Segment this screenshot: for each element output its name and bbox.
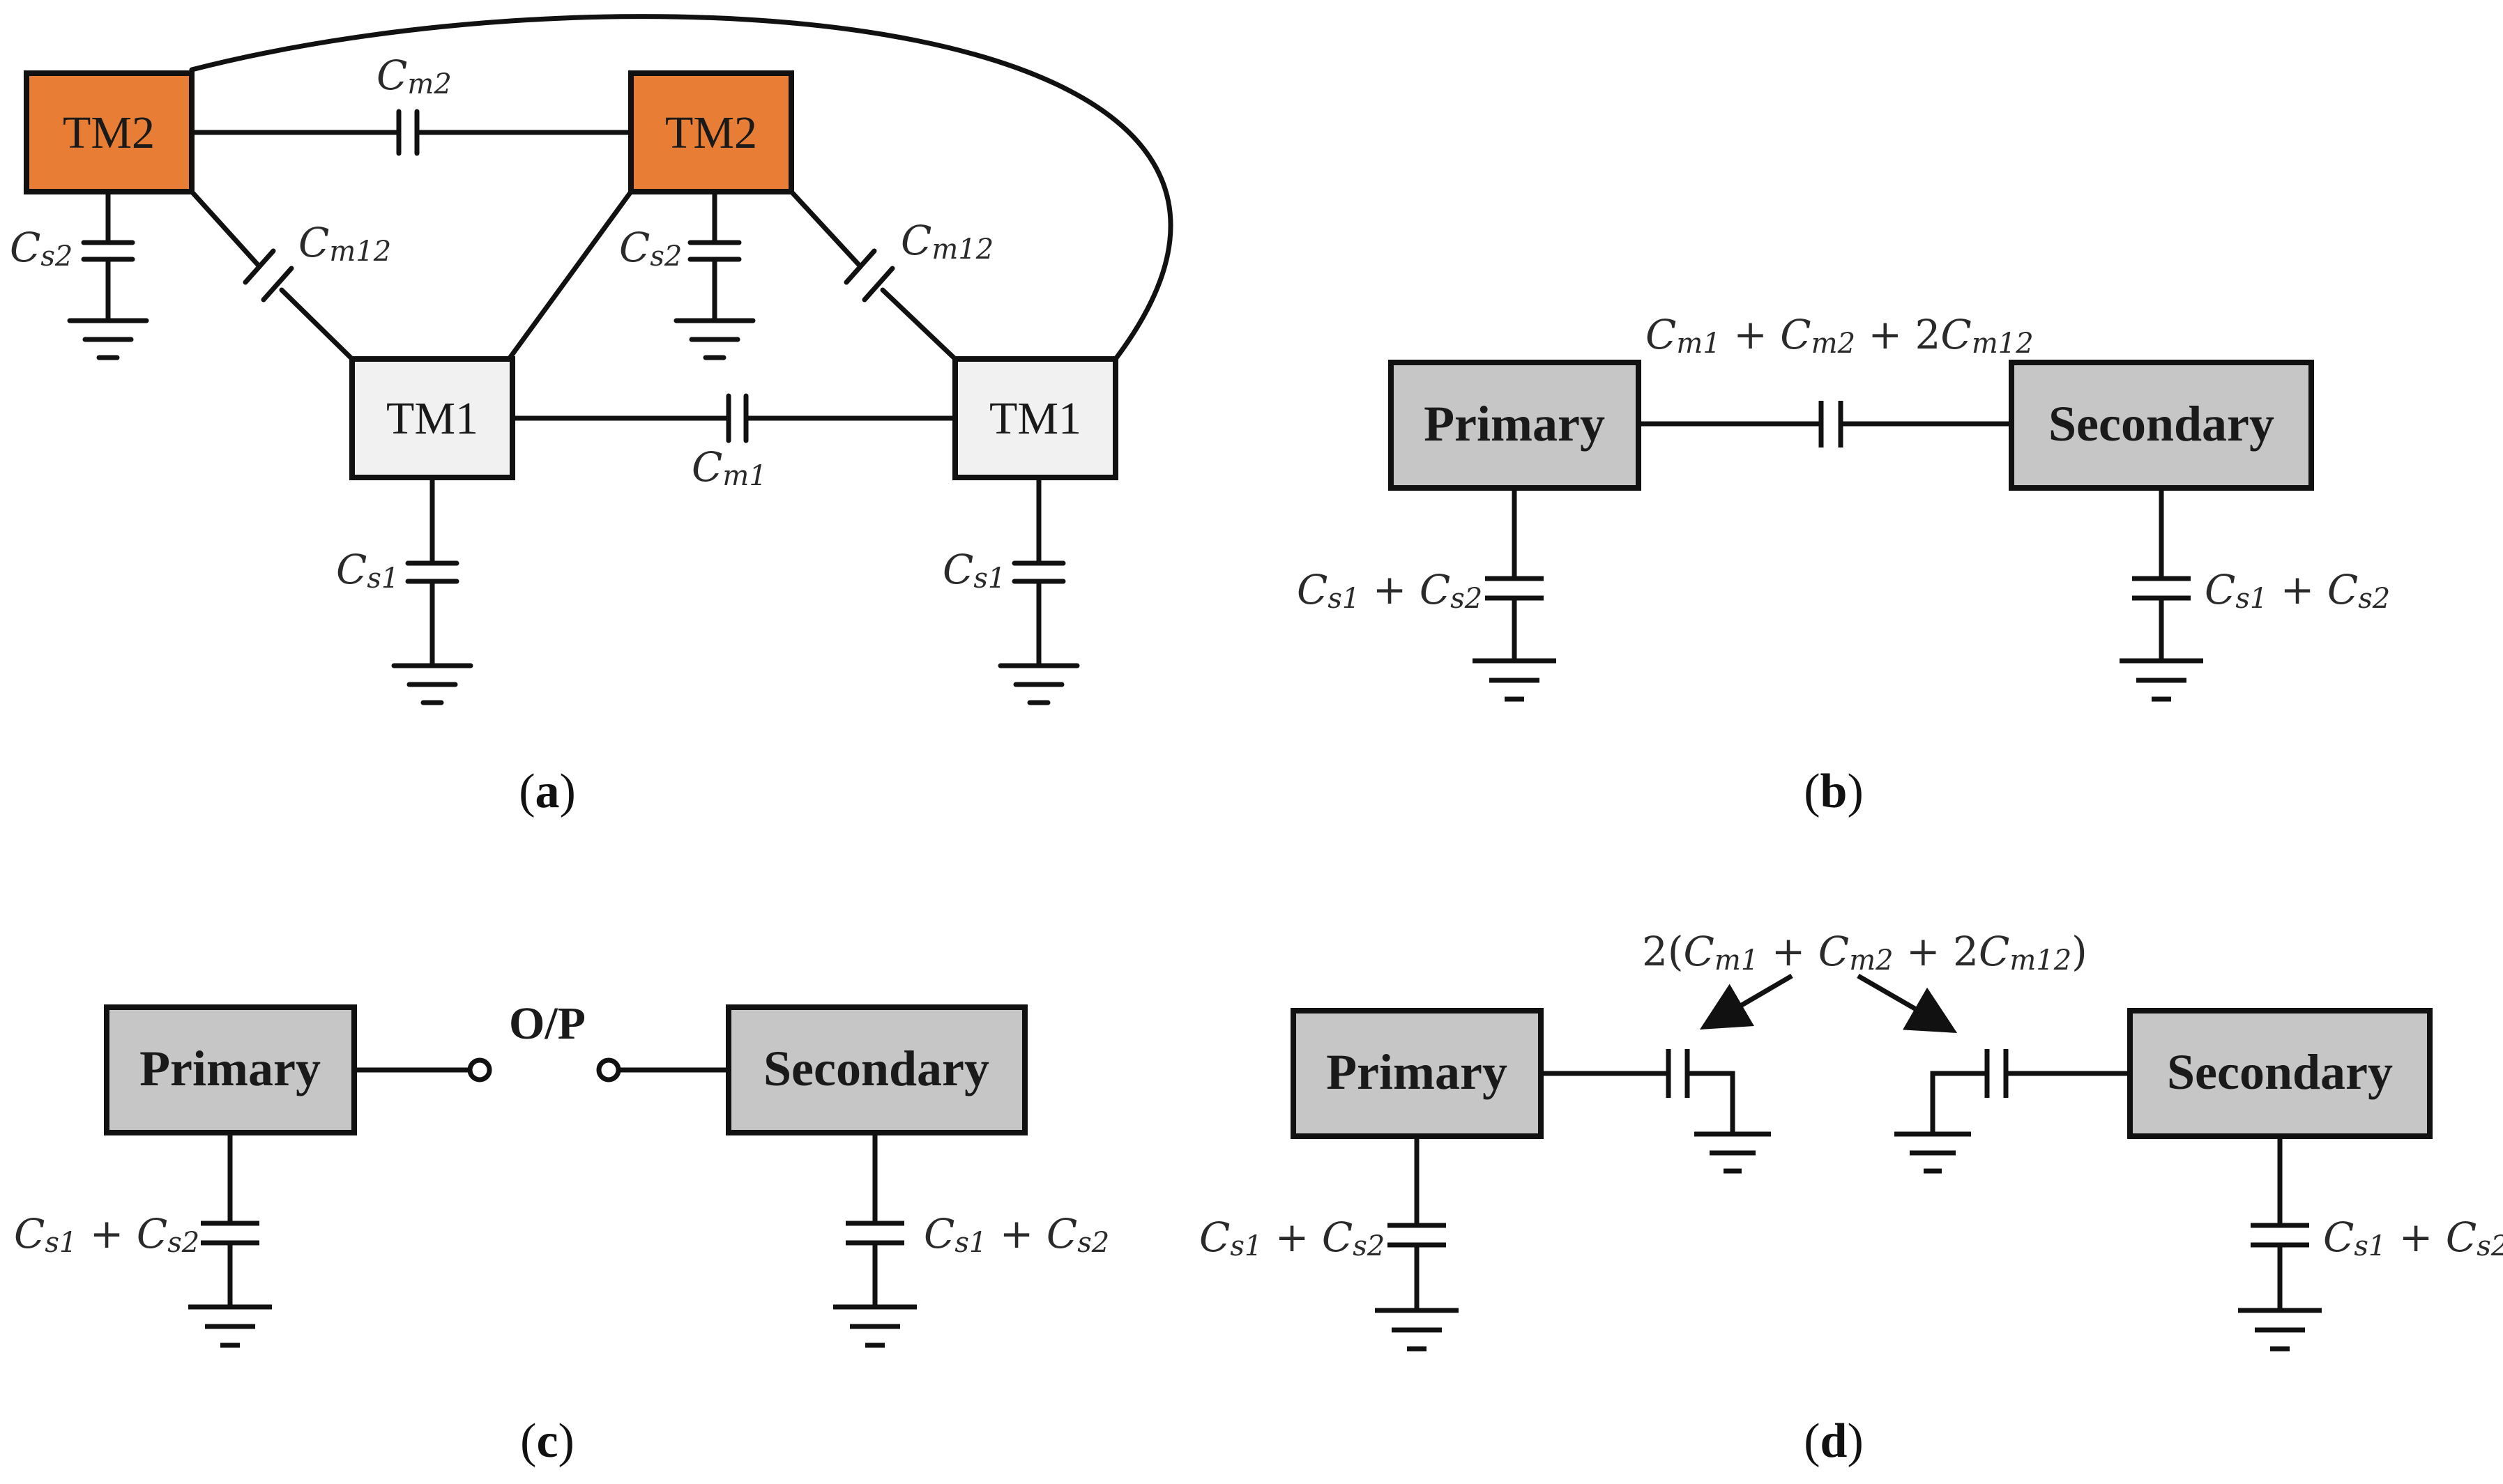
wire-tm2-cm12-right-a [789,189,862,268]
label-cm12-left: Cm12 [298,219,391,268]
label-d-shunt-left: Cs1 + Cs2 [1199,1214,1385,1262]
label-cm1: Cm1 [692,443,767,492]
label-d-coupling: 2(Cm1 + Cm2 + 2Cm12) [1642,928,2087,977]
cap-cm12-right-plate-b [862,266,895,303]
secondary-box-b [2009,360,2314,491]
panel-b [1473,401,2203,702]
tm1-right-box [952,356,1118,480]
caption-a: (a) [519,765,576,818]
secondary-box-c [726,1004,1028,1135]
secondary-label-c: Secondary [763,1041,989,1096]
tm2-left-label: TM2 [63,107,155,158]
tm2-left-box [24,70,195,194]
tm2-right-box [628,70,794,194]
label-cs1-right: Cs1 [943,546,1005,595]
secondary-label-d: Secondary [2167,1044,2393,1100]
wire-tm2-tm1-arc [189,14,1173,362]
label-c-shunt-left: Cs1 + Cs2 [14,1210,199,1259]
cap-cm12-left-plate-a [243,248,276,285]
caption-d: (d) [1804,1414,1864,1468]
wire-tm2-cm12-left-a [189,189,261,268]
panel-d [1375,973,2322,1352]
label-b-shunt-left: Cs1 + Cs2 [1297,566,1482,615]
label-cs1-left: Cs1 [336,546,399,595]
terminal-c-right [596,1057,621,1083]
open-label-c: O/P [509,998,586,1049]
wire-d-left-cap-gnd [1687,1071,1735,1134]
label-b-coupling: Cm1 + Cm2 + 2Cm12 [1645,311,2034,360]
secondary-box-d [2127,1008,2433,1139]
wire-tm2-right-tm1-left [506,189,634,362]
caption-c: (c) [520,1414,575,1468]
tm1-left-box [349,356,515,480]
label-cm12-right: Cm12 [901,217,994,266]
wire-tm2-cm12-left-b [279,287,355,362]
primary-label-d: Primary [1326,1044,1507,1100]
arrow-d-right [1857,973,1958,1033]
primary-box-d [1291,1008,1544,1139]
label-cs2-right: Cs2 [619,224,682,273]
secondary-label-b: Secondary [2048,396,2274,452]
caption-b: (b) [1804,765,1864,818]
primary-label-c: Primary [139,1041,321,1096]
tm2-right-label: TM2 [665,107,757,158]
cap-cm12-right-plate-a [844,248,877,285]
panel-c [188,1057,917,1348]
tm1-right-label: TM1 [989,393,1081,444]
wire-d-right-cap-gnd [1930,1071,1987,1134]
wire-tm2-cm12-right-b [880,287,958,362]
label-d-shunt-right: Cs1 + Cs2 [2323,1214,2503,1262]
label-cs2-left: Cs2 [10,224,73,273]
cap-cm12-left-plate-b [261,266,294,303]
label-cm2: Cm2 [376,52,452,100]
panel-a [67,14,1173,705]
primary-box-b [1388,360,1641,491]
primary-box-c [104,1004,357,1135]
terminal-c-left [467,1057,492,1083]
tm1-left-label: TM1 [386,393,478,444]
arrow-d-left [1699,973,1793,1030]
panel-a-boxes [24,70,1118,480]
label-b-shunt-right: Cs1 + Cs2 [2205,566,2390,615]
label-c-shunt-right: Cs1 + Cs2 [924,1210,1109,1259]
primary-label-b: Primary [1424,396,1605,452]
